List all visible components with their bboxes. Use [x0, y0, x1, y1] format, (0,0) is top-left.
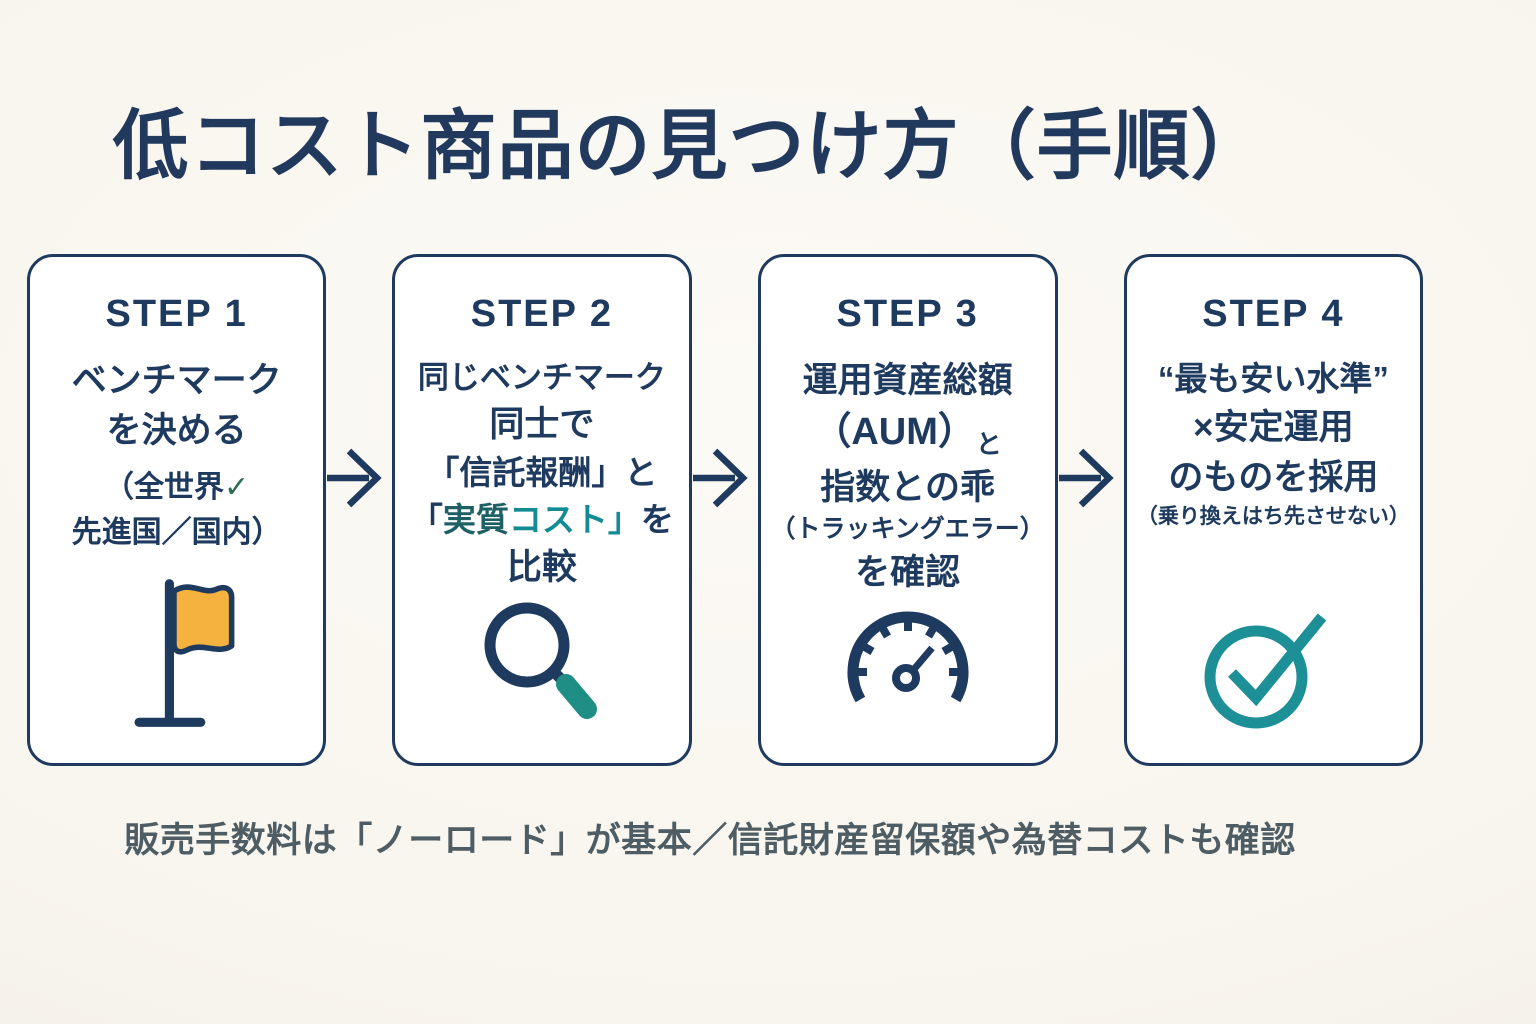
step-4-line1: “最も安い水準” [1157, 360, 1389, 397]
check-circle-icon [1204, 613, 1327, 729]
steps-flow: STEP 1 ベンチマーク を決める （全世界✓ 先進国／国内） STEP 2 … [27, 254, 1424, 766]
step-1-icon-wrap [101, 569, 253, 741]
quote-open: 「 [409, 500, 443, 538]
arrow-cell-3 [1058, 254, 1124, 766]
step-2-card: STEP 2 同じベンチマーク 同士で 「信託報酬」と 「実質コスト」を 比較 [392, 254, 692, 766]
step-4-line3: のものを採用 [1168, 457, 1379, 497]
step-1-line1: ベンチマーク [71, 361, 282, 400]
step-2-line4: 「実質コスト」を [410, 497, 674, 544]
step-4-icon-wrap [1198, 601, 1348, 741]
aum-to-subscript: と [975, 428, 1002, 459]
step-1-label: STEP 1 [105, 293, 248, 335]
jisshitsu-text: 実質 [442, 500, 509, 538]
step-3-line5: を確認 [855, 552, 961, 592]
step-3-line3: 指数との乖 [820, 467, 995, 507]
step-2-icon-wrap [467, 593, 617, 743]
cost-text: コスト」 [508, 500, 641, 538]
quote-close: を [640, 500, 674, 538]
step-2-label: STEP 2 [470, 293, 613, 335]
step-4-line2: ×安定運用 [1193, 407, 1354, 447]
gauge-icon [847, 611, 969, 703]
magnifier-icon [484, 602, 597, 720]
aum-text: （AUM） [813, 410, 976, 453]
page-title: 低コスト商品の見つけ方（手順） [112, 104, 1268, 189]
step-3-line4: （トラッキングエラー） [770, 515, 1045, 544]
step-1-paren-line2: 先進国／国内） [71, 516, 282, 550]
footer-note: 販売手数料は「ノーロード」が基本／信託財産留保額や為替コストも確認 [124, 821, 1296, 860]
step-3-label: STEP 3 [836, 293, 979, 335]
step-1-card: STEP 1 ベンチマーク を決める （全世界✓ 先進国／国内） [27, 254, 327, 766]
arrow-cell-1 [326, 254, 392, 766]
step-1-paren-text: （全世界 [104, 471, 225, 505]
step-4-line4: （乗り換えはち先させない） [1136, 505, 1410, 529]
flag-icon [134, 579, 235, 727]
step-4-card: STEP 4 “最も安い水準” ×安定運用 のものを採用 （乗り換えはち先させな… [1123, 254, 1424, 766]
step-2-line5: 比較 [506, 548, 577, 588]
step-2-line2: 同士で [489, 405, 595, 445]
arrow-right-icon [1058, 448, 1114, 508]
step-2-line1: 同じベンチマーク [417, 360, 666, 395]
step-1-paren-line1: （全世界✓ [104, 465, 249, 510]
step-1-line2: を決める [106, 410, 247, 450]
arrow-right-icon [692, 448, 748, 508]
green-check-slash: ✓ [224, 471, 250, 505]
step-2-line3: 「信託報酬」と [426, 453, 658, 491]
step-3-card: STEP 3 運用資産総額 （AUM）と 指数との乖 （トラッキングエラー） を… [757, 254, 1058, 766]
step-3-line1: 運用資産総額 [802, 361, 1013, 400]
arrow-cell-2 [692, 254, 758, 766]
step-3-line2: （AUM）と [813, 406, 1002, 463]
arrow-right-icon [327, 448, 382, 508]
step-3-icon-wrap [833, 597, 983, 741]
step-4-label: STEP 4 [1202, 293, 1345, 335]
